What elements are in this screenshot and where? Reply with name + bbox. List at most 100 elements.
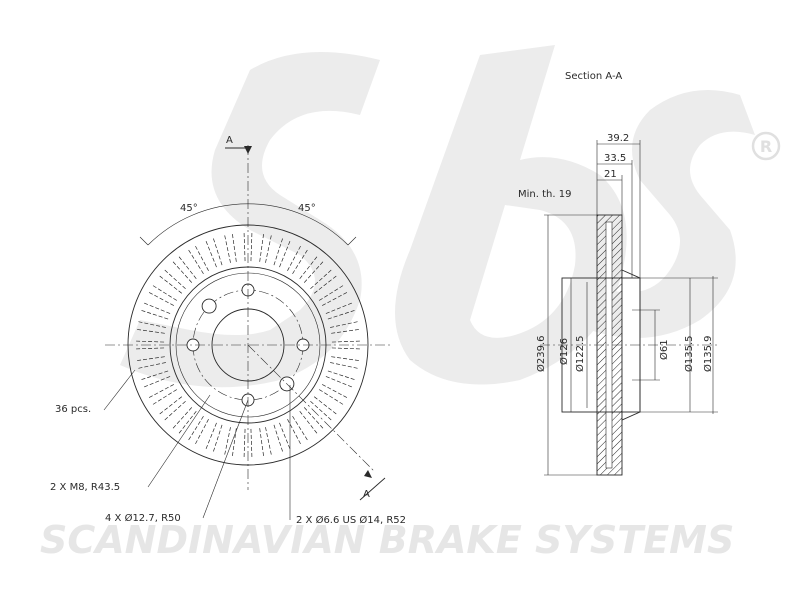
vent-line	[287, 244, 302, 271]
dim-d135-5: Ø135.5	[683, 336, 695, 373]
callout-leader-2	[202, 399, 249, 519]
vent-line	[151, 284, 177, 301]
vent-line	[187, 416, 204, 442]
vent-line	[287, 419, 302, 446]
vent-line	[142, 301, 171, 314]
vent-line	[259, 232, 265, 262]
vent-line	[331, 340, 362, 343]
vent-line	[147, 291, 174, 306]
vent-line	[325, 301, 354, 314]
vent-line	[322, 291, 349, 306]
vent-line	[292, 416, 309, 442]
dim-disc-thickness: 21	[604, 169, 617, 180]
vent-line	[325, 376, 354, 389]
dim-width-hat: 33.5	[604, 153, 626, 164]
sbs-logo-watermark	[120, 45, 755, 388]
callout-leader-1	[147, 394, 211, 488]
vent-line	[292, 248, 309, 274]
vent-line	[327, 309, 357, 320]
vent-line	[319, 284, 345, 301]
registered-mark: R	[751, 131, 781, 161]
vent-line	[279, 422, 292, 451]
angle-right-label: 45°	[298, 203, 316, 214]
angle-arc	[147, 203, 349, 246]
vent-line	[313, 274, 339, 294]
vent-line	[163, 400, 186, 422]
vent-line	[136, 362, 166, 370]
vent-line	[139, 370, 169, 381]
brand-watermark-text: SCANDINAVIAN BRAKE SYSTEMS	[40, 518, 734, 562]
vent-line	[299, 254, 319, 280]
vent-line	[273, 236, 284, 266]
vent-line	[171, 407, 193, 430]
vent-line	[134, 340, 165, 343]
mounting-hole	[201, 298, 217, 314]
section-arrow-bottom: A	[359, 470, 386, 501]
vent-line	[142, 376, 171, 389]
vent-line	[273, 424, 284, 454]
vent-line	[204, 239, 217, 268]
vent-line	[163, 268, 186, 290]
vent-line	[243, 428, 246, 459]
vent-line	[136, 320, 166, 328]
vent-count-label: 36 pcs.	[55, 404, 91, 415]
vent-line	[331, 356, 361, 362]
vent-line	[194, 244, 209, 271]
vent-line	[319, 389, 345, 406]
dim-d122-5: Ø122.5	[574, 336, 586, 373]
vent-line	[265, 427, 273, 457]
vent-line	[322, 384, 349, 399]
vent-line	[135, 328, 165, 334]
section-marker-top: A	[226, 135, 233, 146]
dim-d135-9: Ø135.9	[702, 336, 714, 373]
vent-line	[330, 320, 360, 328]
vent-line	[299, 410, 319, 436]
vent-line	[177, 410, 197, 436]
vent-line	[330, 362, 360, 370]
vent-line	[243, 231, 246, 262]
section-arrow-top: A	[225, 135, 252, 154]
vent-line	[250, 428, 253, 459]
dim-width-total: 39.2	[607, 133, 629, 144]
section-marker-bottom: A	[363, 489, 370, 500]
vent-line	[135, 356, 165, 362]
vent-line	[331, 328, 361, 334]
vent-line	[223, 427, 231, 457]
front-view: A A 45° 45° 36 pcs. 2 X M8, R43.5 4 X Ø1…	[50, 135, 406, 526]
min-thickness-label: Min. th. 19	[518, 189, 571, 200]
vent-line	[327, 370, 357, 381]
vents-leader	[103, 369, 136, 411]
registered-mark-letter: R	[760, 137, 772, 156]
callout-m8: 2 X M8, R43.5	[50, 482, 120, 493]
vent-line	[139, 309, 169, 320]
vent-line	[303, 407, 325, 430]
section-title: Section A-A	[565, 71, 622, 82]
callout-hole-6-6: 2 X Ø6.6 US Ø14, R52	[296, 514, 406, 526]
vent-line	[223, 233, 231, 263]
vent-line	[151, 389, 177, 406]
vent-line	[157, 396, 183, 416]
section-cut-line	[247, 344, 376, 473]
vent-line	[231, 232, 237, 262]
vent-line	[187, 248, 204, 274]
vent-line	[134, 347, 165, 350]
cooling-vents	[134, 231, 362, 459]
angle-left-label: 45°	[180, 203, 198, 214]
vent-line	[313, 396, 339, 416]
vent-line	[212, 424, 223, 454]
vent-line	[212, 236, 223, 266]
dim-d126: Ø126	[558, 338, 570, 365]
vent-line	[265, 233, 273, 263]
vent-line	[310, 268, 333, 290]
vent-line	[157, 274, 183, 294]
vent-line	[331, 347, 362, 350]
vent-line	[204, 422, 217, 451]
vent-line	[231, 428, 237, 458]
vent-line	[310, 400, 333, 422]
callout-hole-12-7: 4 X Ø12.7, R50	[105, 512, 181, 524]
vent-line	[259, 428, 265, 458]
vent-line	[303, 260, 325, 283]
section-view: Section A-A Min. th. 19 39.2 33.5 21 Ø23…	[518, 71, 720, 476]
vent-line	[147, 384, 174, 399]
